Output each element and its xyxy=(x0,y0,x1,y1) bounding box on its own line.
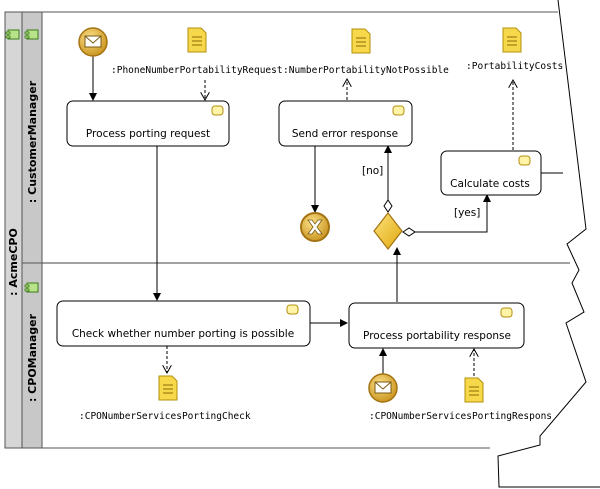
flow-label-no: [no] xyxy=(362,165,383,177)
data-object-label-portability-costs: :PortabilityCosts xyxy=(466,61,563,72)
document-icon[interactable] xyxy=(158,375,178,401)
data-object-label-porting-response: :CPONumberServicesPortingRespons xyxy=(369,411,552,422)
task-icon xyxy=(392,105,405,116)
flow-gateway-yes xyxy=(402,194,491,237)
task-label: Check whether number porting is possible xyxy=(72,328,294,340)
task-label: Process porting request xyxy=(86,128,210,140)
document-icon[interactable] xyxy=(187,27,207,53)
error-end-event[interactable] xyxy=(300,212,330,242)
task-icon xyxy=(286,304,299,315)
task-label: Process portability response xyxy=(363,330,511,342)
message-start-event[interactable] xyxy=(78,27,108,57)
lane-component-icon xyxy=(24,282,39,293)
envelope-icon xyxy=(374,381,392,394)
task-send-error-response[interactable]: Send error response xyxy=(278,100,413,147)
pool-component-icon xyxy=(5,29,20,40)
task-label: Send error response xyxy=(292,128,398,140)
task-process-porting-request[interactable]: Process porting request xyxy=(66,100,230,147)
message-intermediate-event[interactable] xyxy=(368,373,398,403)
data-object-label-phone-request: :PhoneNumberPortabilityRequest xyxy=(111,65,283,76)
lane-component-icon xyxy=(24,29,39,40)
exclusive-gateway[interactable] xyxy=(373,212,403,250)
document-icon[interactable] xyxy=(351,28,371,54)
flow-label-yes: [yes] xyxy=(454,207,480,219)
task-label: Calculate costs xyxy=(450,178,530,190)
task-process-portability-response[interactable]: Process portability response xyxy=(348,302,525,349)
document-icon[interactable] xyxy=(464,377,484,403)
task-calculate-costs[interactable]: Calculate costs xyxy=(440,150,542,196)
envelope-icon xyxy=(84,35,102,48)
task-icon xyxy=(500,307,513,318)
task-icon xyxy=(518,155,531,166)
error-x-icon xyxy=(307,219,323,235)
task-icon xyxy=(211,105,224,116)
data-object-label-porting-check: :CPONumberServicesPortingCheck xyxy=(79,411,251,422)
pool-label: : AcmeCPO xyxy=(7,228,20,296)
lane-label-customer-manager: : CustomerManager xyxy=(26,80,39,203)
document-icon[interactable] xyxy=(502,27,522,53)
lane-label-cpo-manager: : CPOManager xyxy=(26,313,39,402)
task-check-number-porting[interactable]: Check whether number porting is possible xyxy=(56,300,311,347)
torn-right-edge xyxy=(497,0,600,488)
data-object-label-not-possible: :NumberPortabilityNotPossible xyxy=(283,65,449,76)
